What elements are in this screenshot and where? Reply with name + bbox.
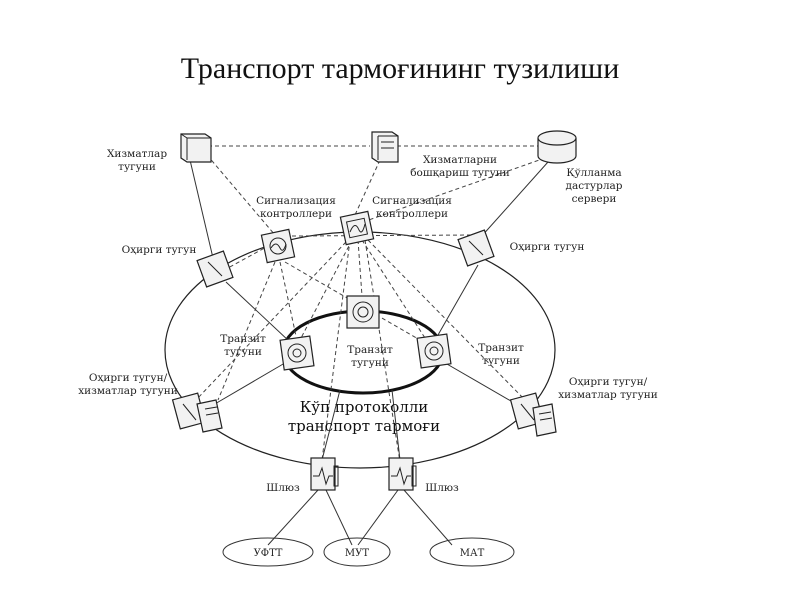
signal-controller-left-icon bbox=[260, 228, 296, 264]
link-sig-c7 bbox=[195, 241, 347, 401]
label-transit-right-2: тугуни bbox=[482, 355, 520, 367]
link-sig-c6 bbox=[364, 239, 401, 463]
label-edge-left: Оҳирги тугун bbox=[122, 244, 197, 256]
label-transit-left-2: тугуни bbox=[224, 346, 262, 358]
link-transit-edgeservice-left bbox=[207, 359, 291, 409]
label-edge-right: Оҳирги тугун bbox=[510, 241, 585, 253]
label-edge-service-right-1: Оҳирги тугун/ bbox=[569, 376, 648, 388]
label-transit-center-1: Транзит bbox=[347, 344, 393, 356]
link-sig-left bbox=[206, 154, 276, 236]
label-gateway-left: Шлюз bbox=[266, 482, 300, 494]
label-edge-service-left-2: хизматлар тугуни bbox=[78, 385, 178, 397]
link-sig-center bbox=[354, 159, 381, 216]
link-gw-left-mut bbox=[325, 489, 353, 546]
edge-node-right-icon bbox=[457, 229, 495, 267]
signal-controller-right-icon bbox=[339, 210, 375, 246]
link-edge-left-transit bbox=[225, 281, 291, 343]
label-sig-right-2: контроллери bbox=[376, 208, 448, 220]
label-edge-service-right-2: хизматлар тугуни bbox=[558, 389, 658, 401]
link-gw-right-mut bbox=[357, 489, 399, 546]
label-transit-center-2: тугуни bbox=[351, 357, 389, 369]
link-gw-right-up bbox=[391, 389, 401, 461]
edge-service-left-icon bbox=[171, 392, 223, 433]
label-network-mat: МАТ bbox=[460, 548, 485, 559]
transit-right-icon bbox=[416, 333, 452, 369]
label-app-server-1: Қўлланма bbox=[566, 167, 621, 179]
label-network-mut: МУТ bbox=[345, 548, 369, 559]
label-sig-left-1: Сигнализация bbox=[256, 195, 336, 207]
label-gateway-right: Шлюз bbox=[425, 482, 459, 494]
link-sig-c4 bbox=[367, 239, 531, 406]
link-sig-transit-l2 bbox=[217, 261, 276, 401]
gateway-right-icon bbox=[388, 457, 417, 491]
link-sig-c1 bbox=[299, 239, 353, 341]
label-services-node-1: Хизматлар bbox=[107, 148, 167, 160]
services-node-icon bbox=[180, 133, 212, 163]
edge-service-right-icon bbox=[509, 392, 557, 437]
link-sig-c5 bbox=[321, 239, 351, 461]
label-network-uftt: УФТТ bbox=[254, 548, 283, 559]
label-edge-service-left-1: Оҳирги тугун/ bbox=[89, 372, 168, 384]
link-gw-left-up bbox=[321, 389, 341, 461]
link-gw-right-mat bbox=[403, 489, 453, 546]
link-sig-edge-left bbox=[227, 244, 271, 269]
link-sig-transit-l1 bbox=[279, 261, 297, 337]
label-services-mgmt-1: Хизматларни bbox=[423, 154, 497, 166]
label-transit-right-1: Транзит bbox=[478, 342, 524, 354]
transit-left-icon bbox=[279, 335, 315, 371]
label-app-server-2: дастурлар bbox=[566, 180, 623, 192]
link-gw-left-uftt bbox=[267, 489, 319, 546]
page-title: Транспорт тармоғининг тузилиши bbox=[180, 52, 620, 85]
gateway-left-icon bbox=[310, 457, 339, 491]
link-sig-c3 bbox=[361, 239, 426, 339]
label-services-node-2: тугуни bbox=[118, 161, 156, 173]
label-sig-right-1: Сигнализация bbox=[372, 195, 452, 207]
network-mat-ellipse bbox=[429, 537, 515, 567]
link-sig-bridge bbox=[291, 234, 474, 237]
link-appserver-edge bbox=[479, 161, 549, 239]
edge-node-left-icon bbox=[196, 250, 234, 288]
link-edge-right-transit bbox=[433, 264, 479, 343]
label-app-server-3: сервери bbox=[572, 193, 617, 205]
link-sig-c2 bbox=[357, 239, 363, 297]
link-services-edge bbox=[189, 159, 214, 259]
transit-center-icon bbox=[346, 295, 380, 329]
app-server-db-icon bbox=[537, 130, 577, 164]
label-core-network-1: Кўп протоколли bbox=[300, 398, 429, 416]
network-mut-ellipse bbox=[323, 537, 391, 567]
label-services-mgmt-2: бошқариш тугуни bbox=[410, 167, 510, 179]
link-transit-edgeservice-right bbox=[439, 359, 524, 409]
services-mgmt-node-icon bbox=[371, 131, 399, 163]
label-transit-left-1: Транзит bbox=[220, 333, 266, 345]
network-uftt-ellipse bbox=[222, 537, 314, 567]
label-core-network-2: транспорт тармоғи bbox=[288, 417, 440, 435]
label-sig-left-2: контроллери bbox=[260, 208, 332, 220]
